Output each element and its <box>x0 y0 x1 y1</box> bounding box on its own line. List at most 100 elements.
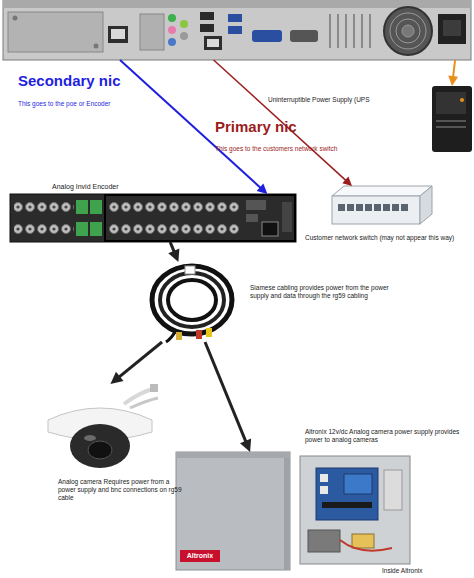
server-unit <box>3 0 471 60</box>
server-chassis-part <box>228 14 242 22</box>
power-supply-interior-part <box>320 486 328 494</box>
power-supply-interior <box>300 456 410 564</box>
analog-encoder-part <box>10 194 296 242</box>
connector-label: Primary nic <box>215 118 375 136</box>
analog-encoder-part <box>90 222 102 236</box>
network-switch <box>332 186 432 224</box>
ups-unit-part <box>436 92 466 114</box>
server-chassis-part <box>438 14 466 44</box>
network-switch-part-part <box>383 204 390 211</box>
network-switch-part <box>332 186 432 196</box>
server-chassis-part <box>13 16 18 21</box>
connector-line <box>453 60 455 77</box>
power-supply-interior-part <box>340 540 392 551</box>
node-caption: Altronix 12v/dc Analog camera power supp… <box>305 428 463 444</box>
connector-label: Secondary nic <box>18 72 178 90</box>
power-supply-interior-part <box>384 470 402 510</box>
network-switch-part-part <box>356 204 363 211</box>
server-chassis-part <box>252 30 282 42</box>
power-supply-interior-part <box>320 474 328 482</box>
arrow-head <box>257 184 268 194</box>
network-switch-part <box>332 196 420 224</box>
connector <box>205 342 251 452</box>
server-chassis-part <box>3 0 471 8</box>
server-chassis-part-part <box>353 14 355 48</box>
encoder-unit: Analog Invid Encoder <box>10 194 296 242</box>
analog-encoder-part <box>282 202 292 232</box>
analog-encoder-part <box>262 222 278 236</box>
camera-unit: Analog camera Requires power from a powe… <box>42 384 160 472</box>
cable-unit: Siamese cabling provides power from the … <box>150 262 236 342</box>
power-supply-box-part <box>176 452 290 570</box>
network-switch-part-part <box>365 204 372 211</box>
siamese-cable-part <box>166 330 176 342</box>
power-supply-interior-part <box>308 530 340 552</box>
server-chassis-part <box>200 12 214 20</box>
power-supply-interior-part <box>344 474 372 494</box>
server-chassis-part <box>140 14 164 50</box>
server-chassis-part <box>168 38 176 46</box>
dome-camera-part <box>84 435 96 441</box>
server-chassis-part-part <box>361 14 363 48</box>
ups-unit-part <box>460 98 464 102</box>
note-text: This goes to the customers network switc… <box>215 145 385 153</box>
connector <box>448 60 458 86</box>
siamese-cable-part <box>160 273 224 327</box>
node-caption: Uninterruptible Power Supply (UPS <box>268 96 430 104</box>
dome-camera <box>48 384 158 468</box>
power-box: Altronix <box>176 452 290 570</box>
ups-unit-part <box>432 86 472 152</box>
analog-encoder-part <box>76 222 88 236</box>
arrow-head <box>240 439 251 452</box>
server-chassis-part-part <box>369 14 371 48</box>
dome-camera-part <box>130 398 158 408</box>
node-caption: Inside Altronix <box>382 567 472 575</box>
node-caption: Altronix <box>180 552 220 560</box>
server-chassis-part <box>180 20 188 28</box>
power-supply-box-part <box>176 452 290 458</box>
server-chassis-part <box>168 14 176 22</box>
arrow-head <box>448 75 458 86</box>
server-chassis-part <box>3 0 471 60</box>
server-chassis-part <box>443 20 461 36</box>
server-chassis-part-part <box>337 14 339 48</box>
server-chassis-part <box>8 12 103 52</box>
server-chassis-part <box>200 24 214 32</box>
server-chassis-part-part <box>345 14 347 48</box>
siamese-cable-part <box>168 280 216 320</box>
dome-camera-part <box>150 384 158 392</box>
server-chassis-part <box>204 36 222 50</box>
server-chassis-part <box>402 25 414 37</box>
analog-encoder-part <box>14 196 74 240</box>
power-supply-interior-part <box>300 456 410 564</box>
analog-encoder-part <box>108 196 240 240</box>
dome-camera-part <box>88 441 112 459</box>
switch-unit: Customer network switch (may not appear … <box>332 186 432 228</box>
connector-line <box>205 342 246 442</box>
power-supply-box-part <box>284 458 290 570</box>
node-caption: Analog Invid Encoder <box>52 183 192 191</box>
arrow-head <box>342 177 352 186</box>
node-caption: Analog camera Requires power from a powe… <box>58 478 183 501</box>
analog-encoder-part <box>246 214 258 222</box>
analog-encoder-part <box>76 200 88 214</box>
connector <box>168 242 179 262</box>
siamese-cable-part <box>196 330 202 339</box>
arrow-head <box>110 372 123 384</box>
ups-unit-part <box>436 126 466 128</box>
network-switch-part-part <box>392 204 399 211</box>
siamese-cable-part <box>185 266 195 274</box>
server-chassis-part-part <box>329 14 331 48</box>
siamese-cable <box>152 266 232 342</box>
network-switch-part-part <box>401 204 408 211</box>
siamese-cable-part <box>206 328 212 337</box>
server-chassis-part <box>396 19 420 43</box>
ups-unit <box>432 86 472 152</box>
ups-unit: Uninterruptible Power Supply (UPS <box>432 86 472 152</box>
server-chassis-part <box>180 32 188 40</box>
power-supply-interior-part <box>352 534 374 548</box>
power-supply-box-part <box>180 550 220 562</box>
siamese-cable-part <box>176 332 182 340</box>
server-chassis-part <box>111 29 125 39</box>
